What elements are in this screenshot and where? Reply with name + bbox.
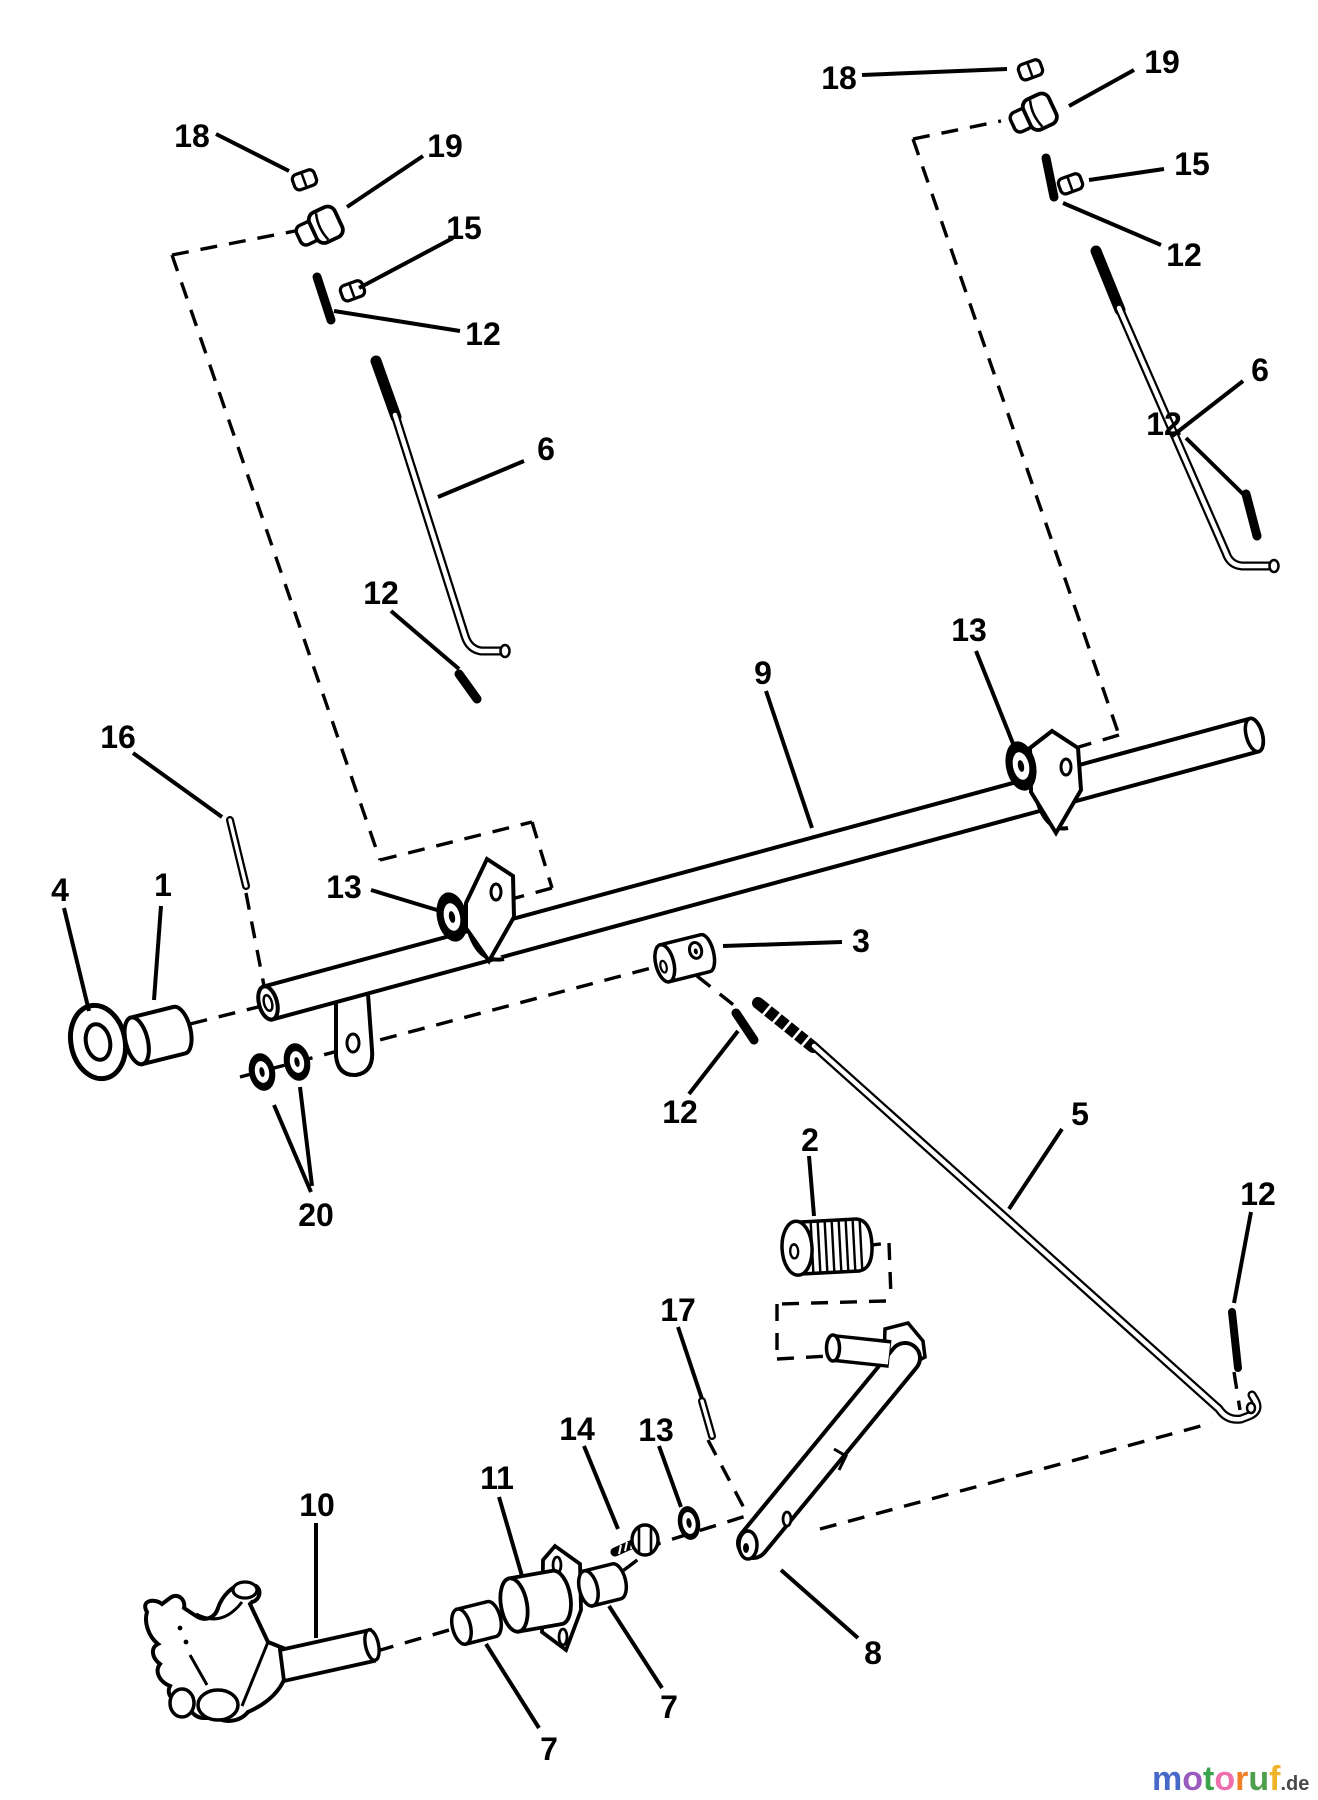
flat-washer-4 bbox=[67, 1002, 129, 1082]
flanged-bushing-11 bbox=[498, 1543, 583, 1654]
hex-nut-15-right bbox=[1056, 172, 1085, 196]
watermark-letter: t bbox=[1203, 1760, 1214, 1798]
callout-leader-lines bbox=[62, 67, 1253, 1730]
callout-12-right-rod: 12 bbox=[1146, 406, 1182, 442]
roll-pin-12-upper-right bbox=[1041, 153, 1059, 202]
lift-tube bbox=[256, 716, 1266, 1022]
roll-pin-12-lower-right bbox=[1228, 1308, 1242, 1372]
hex-nut-15-left bbox=[338, 279, 367, 303]
bracket-washer-right bbox=[1005, 741, 1037, 791]
callout-11: 11 bbox=[480, 1460, 514, 1496]
watermark-suffix: .de bbox=[1280, 1773, 1309, 1795]
roll-pin-12-upper-left bbox=[312, 272, 336, 325]
callout-9: 9 bbox=[754, 655, 772, 691]
roll-pin-12-left-rod bbox=[454, 669, 482, 704]
hex-nut-18-left bbox=[290, 168, 319, 192]
watermark: motoruf.de bbox=[1152, 1760, 1309, 1798]
callout-2: 2 bbox=[801, 1122, 819, 1158]
callout-15-upper-right: 15 bbox=[1174, 146, 1210, 182]
callout-16: 16 bbox=[100, 719, 136, 755]
callout-6-left-rod: 6 bbox=[537, 431, 555, 467]
washer-20-right bbox=[283, 1043, 311, 1081]
callout-8: 8 bbox=[864, 1635, 882, 1671]
pivot-bracket-left bbox=[464, 856, 517, 965]
callout-3: 3 bbox=[852, 923, 870, 959]
hex-nut-18-right bbox=[1016, 58, 1045, 82]
callout-13-right: 13 bbox=[951, 612, 987, 648]
callout-12-left-rod: 12 bbox=[363, 575, 399, 611]
pedal-arm-8 bbox=[736, 1321, 927, 1561]
callout-12-center: 12 bbox=[662, 1094, 698, 1130]
callout-15-upper-left: 15 bbox=[446, 210, 482, 246]
bushing-7-left bbox=[449, 1599, 504, 1647]
callout-12-upper-left: 12 bbox=[465, 316, 501, 352]
lift-rod-6-left bbox=[370, 355, 511, 659]
bolt-14 bbox=[610, 1523, 660, 1557]
callout-13-left: 13 bbox=[326, 869, 362, 905]
bracket-washer-left bbox=[436, 892, 468, 942]
ferrule-fitting-19-right bbox=[1008, 91, 1059, 134]
callout-18-upper-right: 18 bbox=[821, 60, 857, 96]
callout-13-pedal: 13 bbox=[638, 1412, 674, 1448]
lift-arm-casting-10 bbox=[143, 1580, 381, 1723]
pin-17 bbox=[698, 1397, 716, 1440]
lift-link-rod-5 bbox=[752, 997, 1262, 1424]
trunnion-3 bbox=[653, 932, 717, 984]
spring-2 bbox=[780, 1217, 874, 1277]
watermark-letter: f bbox=[1269, 1760, 1281, 1798]
callout-19-upper-right: 19 bbox=[1144, 44, 1180, 80]
watermark-letter: u bbox=[1248, 1760, 1269, 1798]
clevis-pin-16 bbox=[226, 816, 250, 890]
callout-17: 17 bbox=[660, 1292, 696, 1328]
washer-20-left bbox=[248, 1053, 276, 1091]
bushing-7-right bbox=[576, 1562, 629, 1608]
pivot-bracket-right bbox=[1027, 728, 1084, 837]
callout-7-right: 7 bbox=[660, 1689, 678, 1725]
callout-1: 1 bbox=[154, 867, 172, 903]
watermark-letter: o bbox=[1182, 1760, 1203, 1798]
roll-pin-12-right-rod bbox=[1241, 489, 1262, 541]
callout-12-upper-right: 12 bbox=[1166, 237, 1202, 273]
callout-4: 4 bbox=[51, 872, 69, 908]
spacer-1 bbox=[122, 1004, 194, 1067]
callout-7-left: 7 bbox=[540, 1731, 558, 1767]
callout-18-upper-left: 18 bbox=[174, 118, 210, 154]
callout-12-lower-right: 12 bbox=[1240, 1176, 1276, 1212]
callout-5: 5 bbox=[1071, 1096, 1089, 1132]
ferrule-fitting-19-left bbox=[294, 204, 345, 247]
washer-13-pedal bbox=[677, 1506, 701, 1540]
watermark-letter: m bbox=[1152, 1760, 1182, 1798]
lift-rod-6-right bbox=[1090, 245, 1280, 574]
watermark-text: motoruf.de bbox=[1152, 1760, 1309, 1798]
callout-19-upper-left: 19 bbox=[427, 128, 463, 164]
watermark-letter: r bbox=[1235, 1760, 1248, 1798]
callout-labels: 18 19 15 12 6 12 16 9 13 13 4 1 20 3 12 … bbox=[51, 44, 1276, 1767]
watermark-letter: o bbox=[1214, 1760, 1235, 1798]
callout-6-right-rod: 6 bbox=[1251, 352, 1269, 388]
callout-14: 14 bbox=[559, 1411, 595, 1447]
roll-pin-12-center bbox=[731, 1008, 759, 1045]
callout-20: 20 bbox=[298, 1197, 334, 1233]
callout-10: 10 bbox=[299, 1487, 335, 1523]
